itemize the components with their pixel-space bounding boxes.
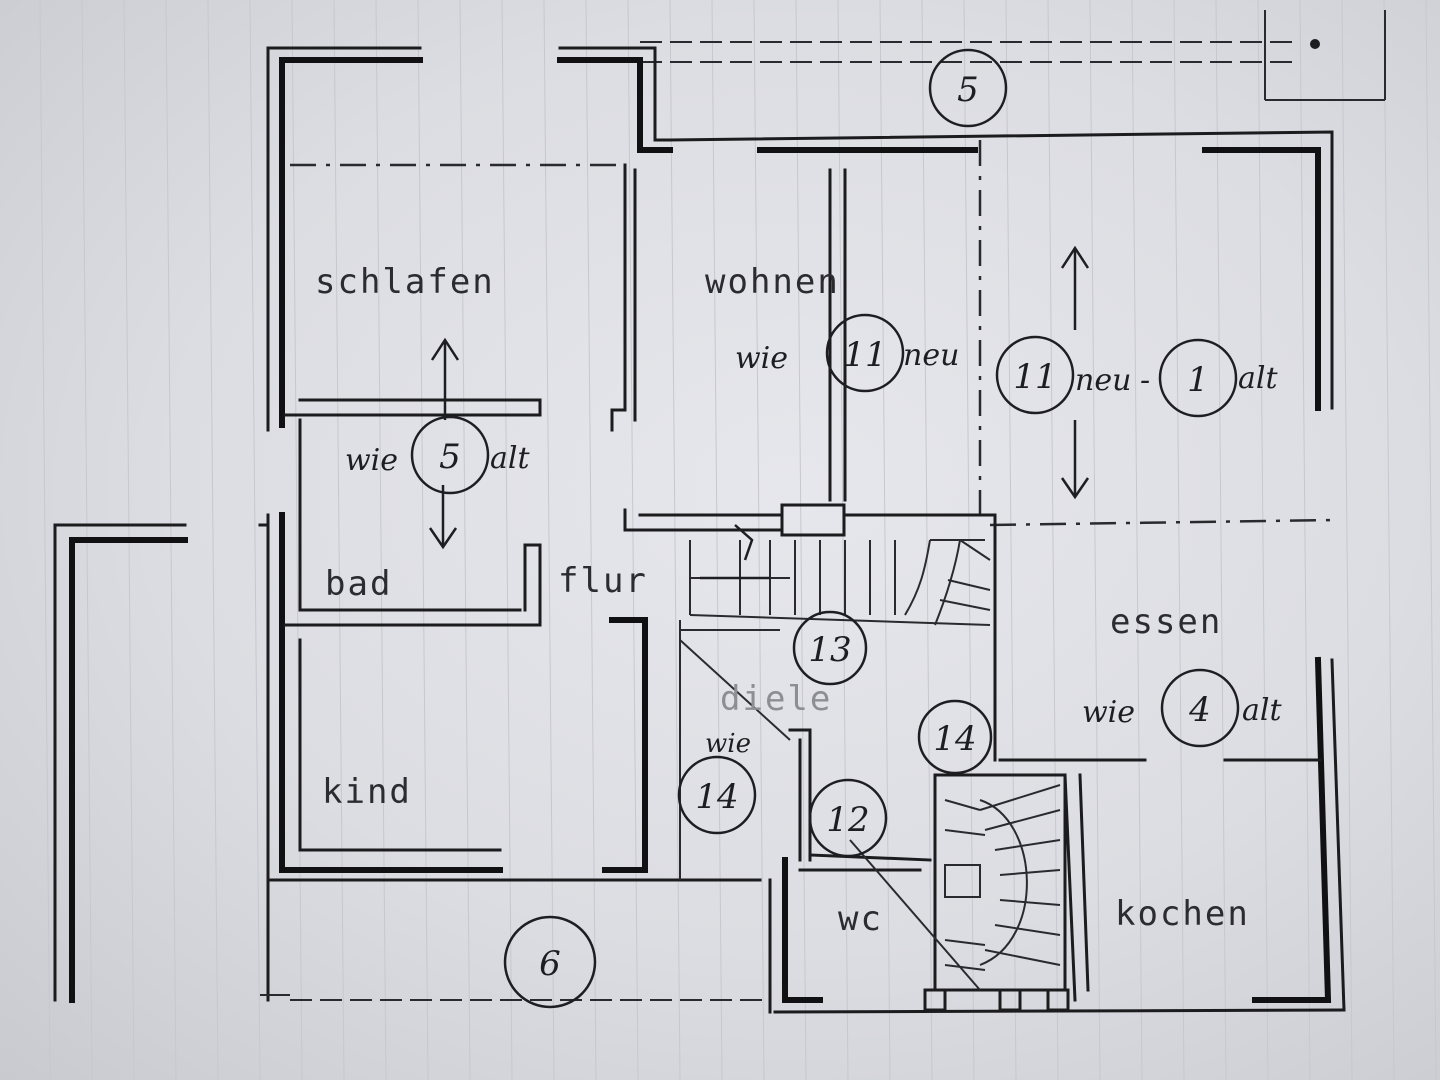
marker-11-wohnen-circle (825, 313, 905, 393)
interior-walls (283, 140, 1336, 1002)
marker-circles (410, 48, 1240, 1009)
marker-12: 12 (826, 800, 869, 840)
marker-5-bad: 5 (439, 437, 461, 477)
handwritten-notes: wie neu neu - alt wie alt wie alt wie (345, 338, 1282, 759)
grid-line (1299, 0, 1311, 1080)
grid-line (795, 0, 807, 1080)
grid-line (1173, 0, 1185, 1080)
marker-14-stair: 14 (933, 719, 976, 759)
grid-line (1383, 0, 1395, 1080)
grid-line (1425, 0, 1437, 1080)
marker-6-circle (503, 915, 597, 1009)
marker-6: 6 (539, 944, 561, 984)
grid-line (1257, 0, 1269, 1080)
grid-line (1089, 0, 1101, 1080)
marker-5-bad-circle (410, 415, 490, 495)
marker-12-circle (808, 778, 888, 858)
marker-11-right: 11 (1013, 357, 1056, 397)
room-label-wc: wc (838, 899, 883, 939)
lower-terrace-outline (260, 994, 770, 1001)
note-wie-essen: wie (1082, 695, 1135, 730)
room-label-kochen: kochen (1115, 894, 1250, 934)
room-label-flur: flur (558, 561, 648, 601)
note-neu-wohnen: neu (903, 338, 959, 373)
marker-14-diele-circle (677, 755, 757, 835)
grid-line (375, 0, 387, 1080)
marker-5-top: 5 (957, 70, 979, 110)
note-wie-wohnen: wie (735, 341, 788, 376)
grid-line (627, 0, 639, 1080)
note-wie-bad: wie (345, 443, 398, 478)
grid-line (921, 0, 933, 1080)
note-neu-right: neu (1075, 363, 1131, 398)
note-alt-right: alt (1238, 361, 1278, 396)
grid-line (39, 0, 51, 1080)
room-label-essen: essen (1110, 602, 1222, 642)
grid-line (459, 0, 471, 1080)
marker-5-top-circle (928, 48, 1008, 128)
grid-line (1215, 0, 1227, 1080)
room-label-kind: kind (322, 772, 412, 812)
grid-line (207, 0, 219, 1080)
marker-14-diele: 14 (695, 777, 738, 817)
marker-13-circle (792, 610, 868, 686)
graph-paper-grid (39, 0, 1437, 1080)
grid-line (1047, 0, 1059, 1080)
marker-14-stair-circle (917, 699, 993, 775)
grid-line (669, 0, 681, 1080)
terrace-outline (640, 10, 1386, 101)
grid-line (837, 0, 849, 1080)
marker-13: 13 (808, 630, 851, 670)
marker-1-circle (1158, 338, 1238, 418)
grid-line (711, 0, 723, 1080)
grid-line (1131, 0, 1143, 1080)
grid-line (1341, 0, 1353, 1080)
marker-11-right-circle (995, 335, 1075, 415)
exterior-walls (266, 46, 1346, 1014)
grid-line (879, 0, 891, 1080)
note-wie-diele: wie (705, 729, 751, 759)
marker-11-wohnen: 11 (843, 335, 886, 375)
grid-line (291, 0, 303, 1080)
marker-4-circle (1160, 668, 1240, 748)
grid-line (543, 0, 555, 1080)
grid-line (753, 0, 765, 1080)
marker-1: 1 (1187, 360, 1209, 400)
room-label-diele: diele (720, 679, 832, 719)
room-labels: schlafen wohnen bad flur diele kind esse… (315, 262, 1250, 939)
room-label-wohnen: wohnen (705, 262, 840, 302)
garage-outline (53, 523, 270, 1003)
grid-line (249, 0, 261, 1080)
direction-arrows (428, 245, 1090, 580)
grid-line (585, 0, 597, 1080)
note-alt-bad: alt (490, 441, 530, 476)
grid-line (333, 0, 345, 1080)
room-label-bad: bad (325, 564, 392, 604)
note-dash: - (1140, 363, 1150, 398)
grid-line (501, 0, 513, 1080)
room-label-schlafen: schlafen (315, 262, 495, 302)
grid-line (1005, 0, 1017, 1080)
grid-line (417, 0, 429, 1080)
marker-4: 4 (1188, 690, 1211, 730)
marker-numbers: 5 11 11 1 5 13 4 14 14 12 6 (439, 70, 1211, 984)
note-alt-essen: alt (1242, 693, 1282, 728)
staircase-lower (849, 773, 1070, 1012)
